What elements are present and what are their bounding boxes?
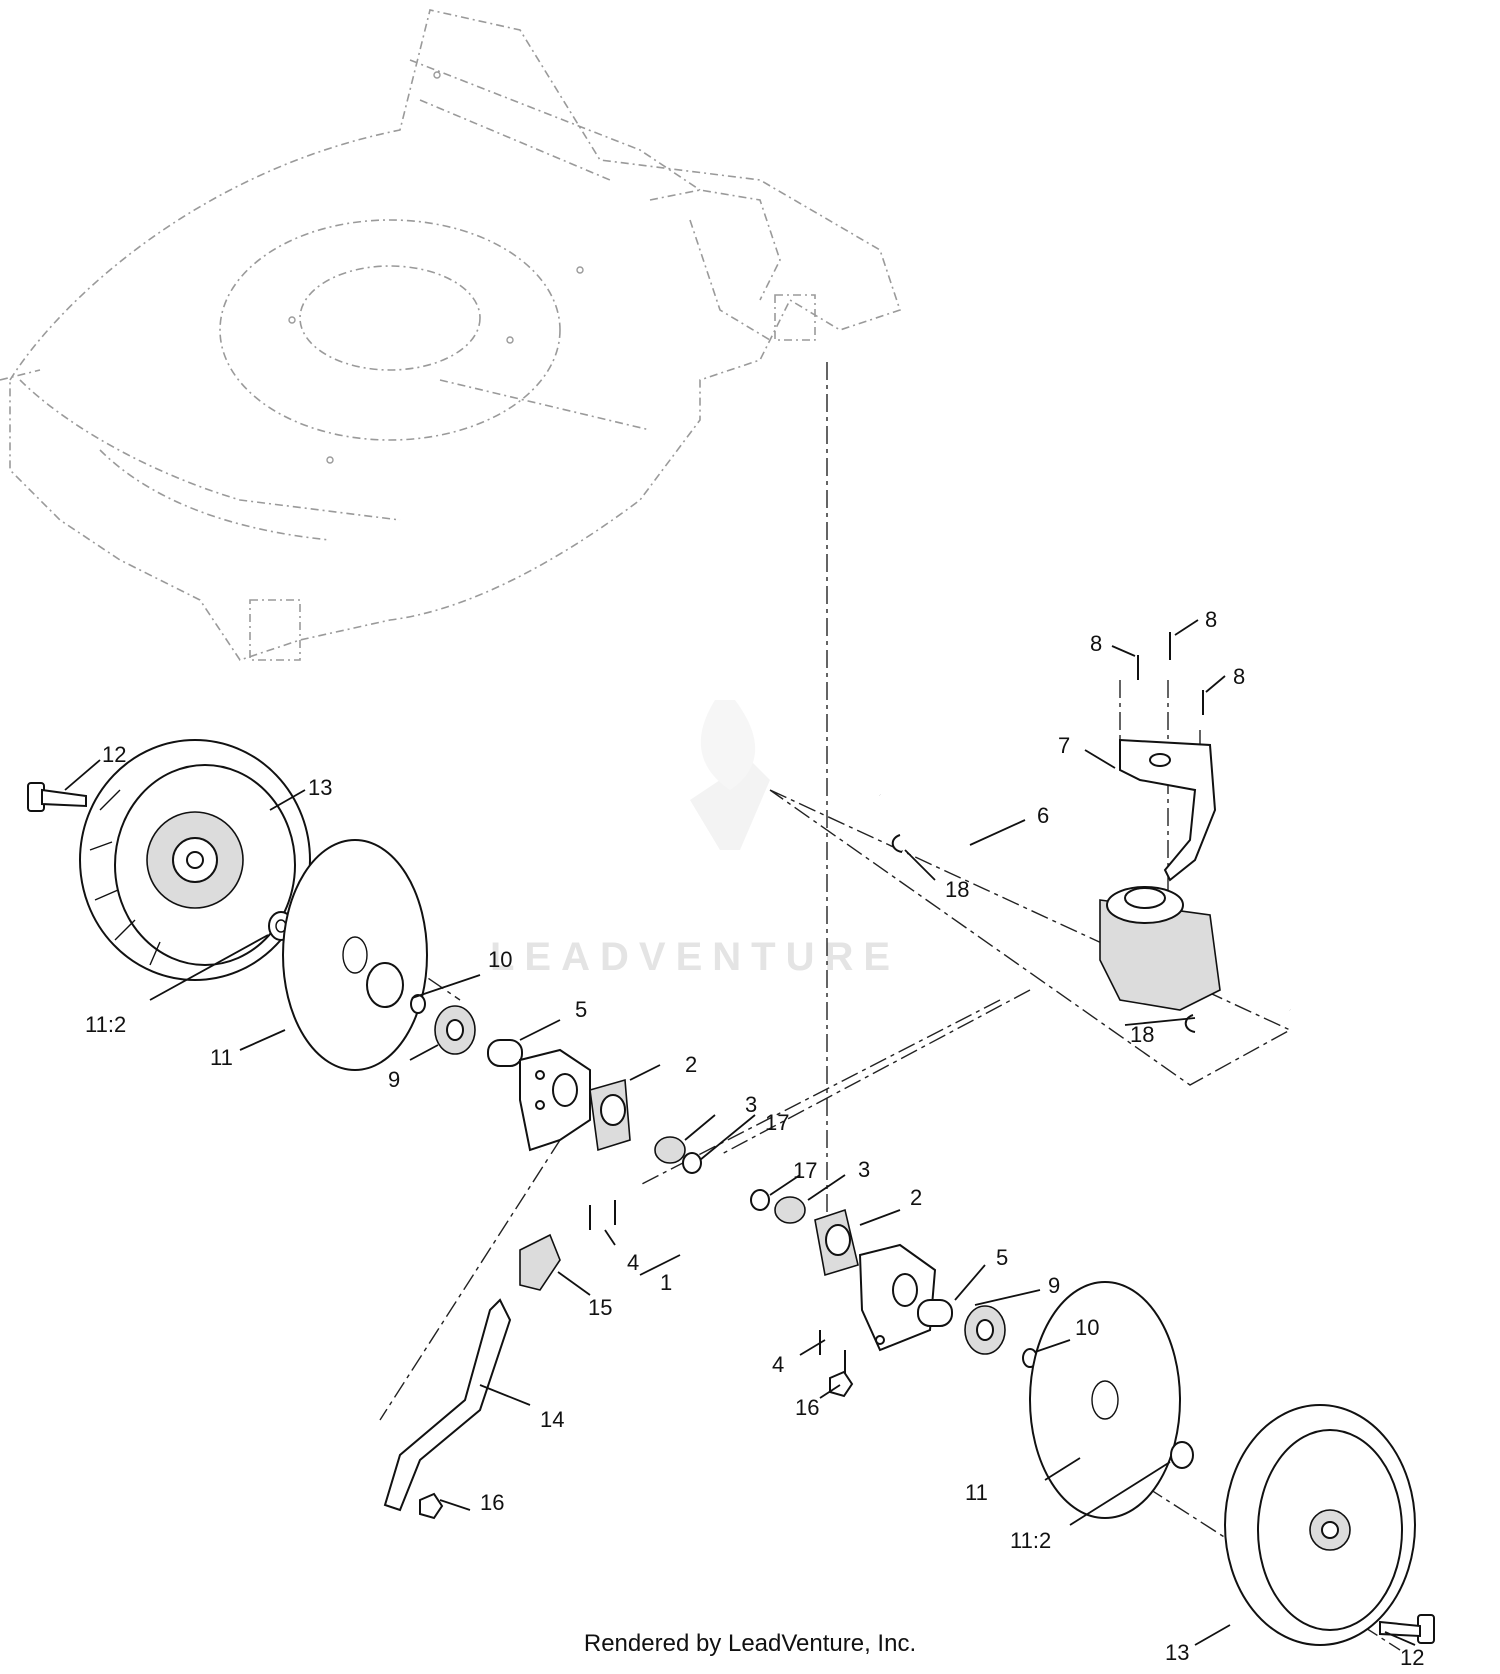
callout-7: 7 xyxy=(1058,733,1070,758)
callout-4: 4 xyxy=(772,1352,784,1377)
callout-12: 12 xyxy=(1400,1645,1424,1670)
nut-right xyxy=(829,1370,854,1398)
callout-4: 4 xyxy=(627,1250,639,1275)
callout-16: 16 xyxy=(795,1395,819,1420)
callout-11: 11 xyxy=(210,1045,233,1070)
pivot-block-left xyxy=(589,1078,631,1152)
washer-17-right xyxy=(750,1189,770,1211)
callout-18: 18 xyxy=(945,877,969,902)
callout-14: 14 xyxy=(540,1407,564,1432)
callout-1: 1 xyxy=(660,1270,672,1295)
bushing-left xyxy=(366,962,404,1008)
pivot-block-right xyxy=(814,1208,859,1277)
screws-8 xyxy=(1137,632,1204,715)
bearing-left xyxy=(654,1136,686,1164)
callout-5: 5 xyxy=(575,997,587,1022)
mower-deck-ghost xyxy=(0,9,902,661)
screws-4 xyxy=(589,1200,846,1375)
callout-17: 17 xyxy=(793,1158,817,1183)
callouts: 1 2 2 3 3 4 4 5 5 6 7 8 8 8 9 9 10 10 11… xyxy=(85,607,1424,1670)
callout-9: 9 xyxy=(388,1067,400,1092)
callout-8: 8 xyxy=(1090,631,1102,656)
hubcap-left xyxy=(282,839,428,1071)
gearbox xyxy=(1099,886,1221,1011)
wheel-right xyxy=(1224,1404,1416,1646)
ring-10-left xyxy=(410,994,426,1014)
height-bracket-left xyxy=(519,1048,591,1152)
e-clip-left xyxy=(891,834,903,853)
callout-16: 16 xyxy=(480,1490,504,1515)
bracket-hole xyxy=(1149,753,1171,767)
leader-lines xyxy=(64,619,1416,1646)
callout-15: 15 xyxy=(588,1295,612,1320)
callout-2: 2 xyxy=(910,1185,922,1210)
callout-6: 6 xyxy=(1037,803,1049,828)
washer-17-left xyxy=(682,1152,702,1174)
callout-18: 18 xyxy=(1130,1022,1154,1047)
callout-17: 17 xyxy=(765,1110,789,1135)
nut-left xyxy=(419,1492,444,1520)
callout-3: 3 xyxy=(858,1157,870,1182)
axle-bolt-right xyxy=(1379,1614,1435,1644)
pinion-right xyxy=(964,1305,1006,1355)
callout-8: 8 xyxy=(1205,607,1217,632)
callout-13: 13 xyxy=(308,775,332,800)
render-credit: Rendered by LeadVenture, Inc. xyxy=(583,1630,917,1657)
pinion-left xyxy=(434,1005,476,1055)
callout-12: 12 xyxy=(102,742,126,767)
spacer-left xyxy=(487,1039,523,1067)
callout-11-2: 11:2 xyxy=(1010,1528,1051,1553)
watermark-logo xyxy=(690,700,770,850)
callout-5: 5 xyxy=(996,1245,1008,1270)
wheel-left xyxy=(79,739,311,981)
callout-10: 10 xyxy=(1075,1315,1099,1340)
callout-10: 10 xyxy=(488,947,512,972)
axle-bolt-left xyxy=(27,782,87,812)
gearbox-bracket xyxy=(1119,738,1217,882)
washer-right xyxy=(1170,1441,1194,1469)
callout-11-2: 11:2 xyxy=(85,1012,126,1037)
height-lever xyxy=(383,1298,512,1512)
watermark-text: LEADVENTURE xyxy=(490,935,900,979)
phantom-lines xyxy=(269,362,1401,1651)
height-bracket-right xyxy=(858,1243,937,1352)
spacer-right xyxy=(917,1299,953,1327)
callout-2: 2 xyxy=(685,1052,697,1077)
hubcap-right xyxy=(1029,1281,1181,1519)
callout-13: 13 xyxy=(1165,1640,1189,1665)
lever-grip xyxy=(519,1233,561,1291)
callout-11: 11 xyxy=(965,1480,988,1505)
callout-9: 9 xyxy=(1048,1273,1060,1298)
bearing-right xyxy=(774,1196,806,1224)
callout-8: 8 xyxy=(1233,664,1245,689)
callout-3: 3 xyxy=(745,1092,757,1117)
